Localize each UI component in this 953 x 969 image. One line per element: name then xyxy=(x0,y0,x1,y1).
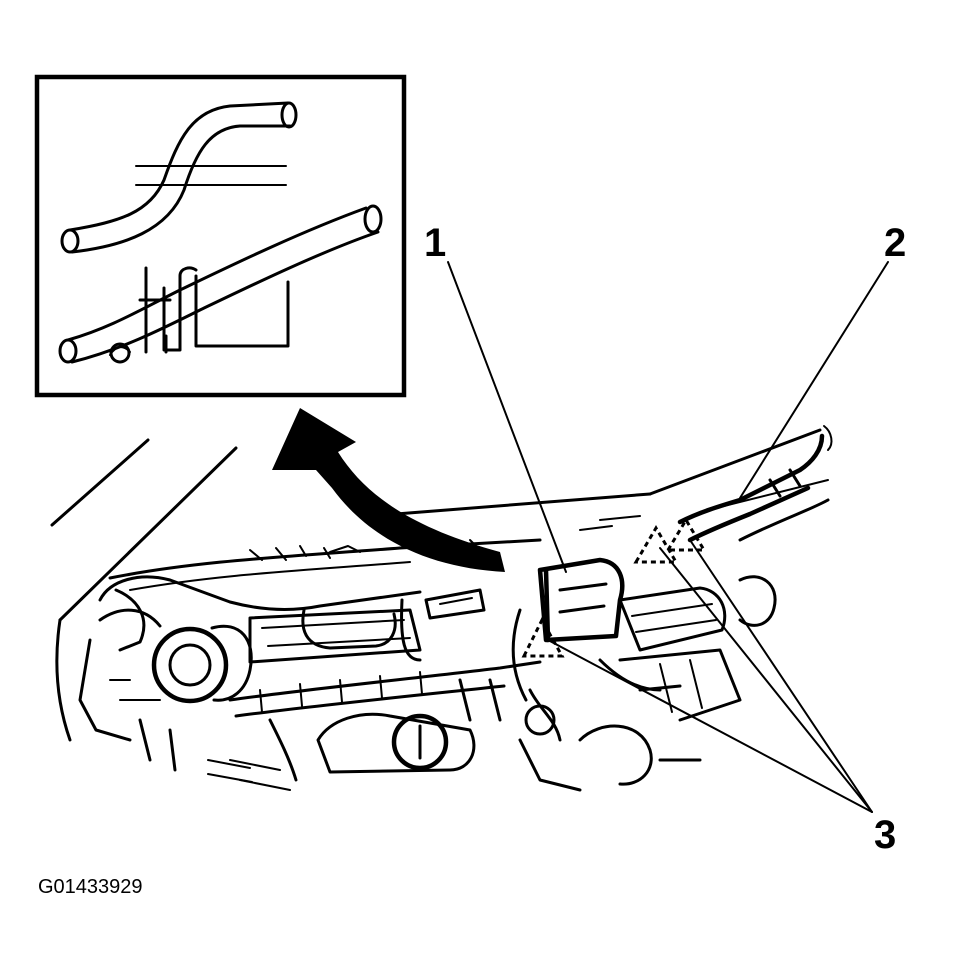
leader-line-2 xyxy=(739,261,889,499)
callout-2: 2 xyxy=(884,221,906,265)
inset-bracket xyxy=(138,266,290,354)
leader-line-3a xyxy=(547,639,873,813)
lower-center-components xyxy=(229,678,502,791)
leader-line-1 xyxy=(447,261,567,573)
leader-line-3b xyxy=(659,547,873,813)
left-fender-lines xyxy=(50,438,238,742)
cowl-panel xyxy=(108,538,542,591)
leader-line-3c xyxy=(689,539,873,813)
right-fender-lines xyxy=(394,425,833,542)
figure-id: G01433929 xyxy=(38,876,143,898)
component-3-markers xyxy=(521,517,707,658)
inset-lower-hose xyxy=(58,204,383,364)
component-1-housing xyxy=(511,557,625,792)
intake-runner xyxy=(228,588,542,718)
inset-upper-hose xyxy=(60,101,298,254)
inset-detail-view xyxy=(34,74,407,398)
component-2-hose xyxy=(677,433,825,543)
engine-bay-view xyxy=(50,425,833,792)
callout-3: 3 xyxy=(874,813,896,857)
engine-detail-marks xyxy=(207,515,641,783)
engine-block xyxy=(78,575,422,772)
callout-1: 1 xyxy=(424,221,446,265)
detail-pointer-arrow xyxy=(272,408,505,572)
leader-lines xyxy=(447,261,889,813)
right-side-components xyxy=(578,575,777,786)
